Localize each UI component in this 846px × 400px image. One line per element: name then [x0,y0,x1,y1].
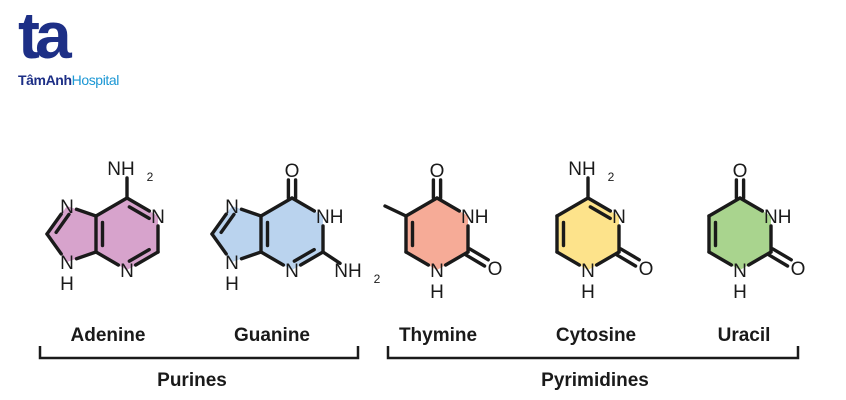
bond [74,207,98,218]
bond [404,250,431,267]
bond [594,250,621,267]
label-uracil: Uracil [718,325,771,346]
pyrimidines-bracket [386,346,800,360]
bond [125,196,152,213]
nitrogen-label: N [60,197,74,218]
nitrogen-label: N [60,253,74,274]
bond [239,207,263,218]
double-bond-inner [219,212,236,235]
amine-label: NH [107,159,134,180]
amine-label: NH [334,261,361,282]
logo-mark: ta [18,0,72,72]
bond [298,250,325,267]
bond [74,250,98,261]
oxygen-label: O [430,161,445,182]
ring-fill [709,198,771,270]
bond [94,250,121,267]
molecule-thymine: O NH O NH [383,161,503,303]
bond [210,212,228,236]
bond [321,250,342,266]
logo-text: TâmAnhHospital [18,72,119,88]
double-bond [619,247,641,262]
hydrogen-label: H [60,274,74,295]
oxygen-label: O [639,259,654,280]
oxygen-label: O [285,161,300,182]
nitrogen-label: N [733,261,747,282]
double-bond [464,253,487,268]
double-bond [615,253,638,268]
double-bond-inner [588,205,612,221]
double-bond [771,247,793,262]
nitrogen-label: N [285,261,299,282]
hydrogen-label: H [430,282,444,303]
nitrogen-label: N [151,207,165,228]
nitrogen-label: N [225,197,239,218]
bond [586,196,613,213]
label-thymine: Thymine [399,325,477,346]
hydrogen-label: H [733,282,747,303]
bond [738,196,765,213]
hydrogen-label: H [225,274,239,295]
nitrogen-label: N [581,261,595,282]
amine-label: NH [568,159,595,180]
label-cytosine: Cytosine [556,325,636,346]
bond [259,250,286,267]
hydrogen-label: H [581,282,595,303]
oxygen-label: O [733,161,748,182]
bond [45,232,63,256]
purines-bracket [38,346,360,360]
double-bond-inner [127,247,151,263]
double-bond-inner [292,247,316,263]
bond [443,250,470,267]
bond [239,250,263,261]
bond [259,196,294,218]
oxygen-label: O [791,259,806,280]
double-bond [767,253,790,268]
methyl-bond [383,204,408,218]
bond [133,250,160,267]
double-bond [468,247,490,262]
logo-brand: TâmAnh [18,72,72,88]
bond [555,250,582,267]
bond [555,196,590,218]
tam-anh-hospital-logo: ta TâmAnhHospital [18,2,119,88]
bond [210,232,228,256]
subscript-2: 2 [374,272,381,286]
bond [45,212,63,236]
bond [94,196,129,218]
subscript-2: 2 [147,170,154,184]
nh-label: NH [461,207,488,228]
bond [404,196,439,218]
label-adenine: Adenine [71,325,146,346]
nitrogen-label: N [430,261,444,282]
bond [707,196,742,218]
label-guanine: Guanine [234,325,310,346]
double-bond-inner [127,205,151,221]
oxygen-label: O [488,259,503,280]
label-purines: Purines [157,370,227,391]
bond [707,250,734,267]
nh-label: NH [764,207,791,228]
subscript-2: 2 [608,170,615,184]
nitrogen-label: N [225,253,239,274]
bond [746,250,773,267]
nitrogen-label: N [612,207,626,228]
logo-hospital: Hospital [71,72,120,88]
bond [435,196,462,213]
molecule-uracil: O NH O NH [707,161,806,303]
double-bond-inner [54,212,71,235]
label-pyrimidines: Pyrimidines [541,370,649,391]
nh-label: NH [316,207,343,228]
bond [290,196,317,213]
nitrogen-label: N [120,261,134,282]
ring-fill [406,198,468,270]
